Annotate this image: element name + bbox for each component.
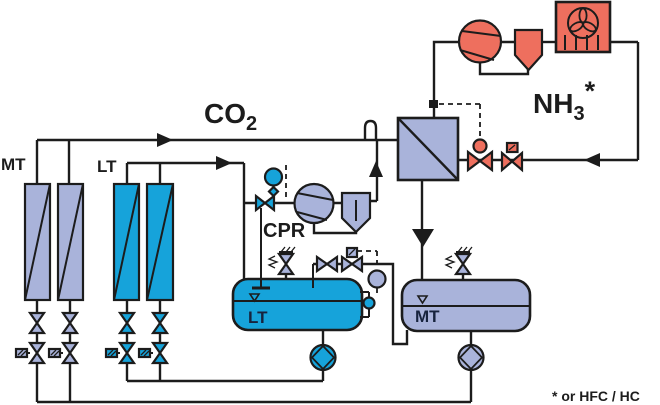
flow-arrows (157, 133, 600, 247)
oil-separator-icon (340, 191, 372, 234)
footnote-label: * or HFC / HC (552, 388, 640, 404)
fan-icon (567, 7, 599, 39)
liquid-pump-icon (457, 343, 485, 372)
shutoff-valve-icon (60, 311, 80, 335)
mt-separator-vessel (400, 278, 532, 333)
flow-arrow-icon (157, 133, 173, 147)
relief-valve-icon (444, 246, 473, 276)
shutoff-valve-icon (117, 311, 137, 335)
flow-arrow-icon (412, 229, 434, 247)
shutoff-valve-icon (150, 311, 170, 335)
solenoid-valve-icon (104, 341, 137, 365)
lt-separator-vessel (231, 208, 364, 332)
oil-separator-icon (513, 28, 544, 72)
co2-label: CO2 (204, 98, 257, 135)
solenoid-valve-icon (137, 341, 170, 365)
level-indicator-icon (416, 295, 429, 305)
mt-evaporator-2 (56, 182, 85, 302)
solenoid-valve-icon (14, 341, 47, 365)
level-sensor-icon (367, 269, 387, 289)
lt-vessel-label: LT (248, 308, 268, 327)
solenoid-valve-icon (47, 341, 80, 365)
flow-arrow-icon (369, 161, 383, 177)
nh3-label: NH3* (533, 76, 596, 125)
compressor-icon (293, 182, 335, 225)
mt-evaporator-1 (23, 182, 52, 302)
flow-arrow-icon (584, 153, 600, 167)
pilot-regulator-icon (254, 167, 284, 213)
level-indicator-icon (248, 293, 261, 303)
compressor-icon (457, 19, 503, 64)
liquid-pump-icon (309, 343, 337, 372)
mt-vessel-label: MT (415, 307, 440, 326)
air-cooled-condenser-icon (554, 0, 612, 54)
motorized-expansion-valve-icon (466, 138, 494, 173)
pilot-control-lines (285, 103, 481, 297)
float-switch-icon (360, 291, 376, 318)
solenoid-valve-icon (500, 141, 524, 173)
lt-evaporators-label: LT (97, 157, 117, 176)
relief-valve-icon (267, 246, 296, 276)
shutoff-valve-icon (315, 254, 339, 274)
cpr-label: CPR (263, 220, 306, 242)
solenoid-valve-icon (340, 246, 364, 274)
lt-evaporator-1 (112, 182, 141, 302)
flow-arrow-icon (216, 156, 232, 170)
lt-evaporator-2 (145, 182, 175, 302)
cascade-heat-exchanger-icon (396, 100, 460, 182)
shutoff-valve-icon (27, 311, 47, 335)
mt-evaporators-label: MT (1, 155, 26, 174)
